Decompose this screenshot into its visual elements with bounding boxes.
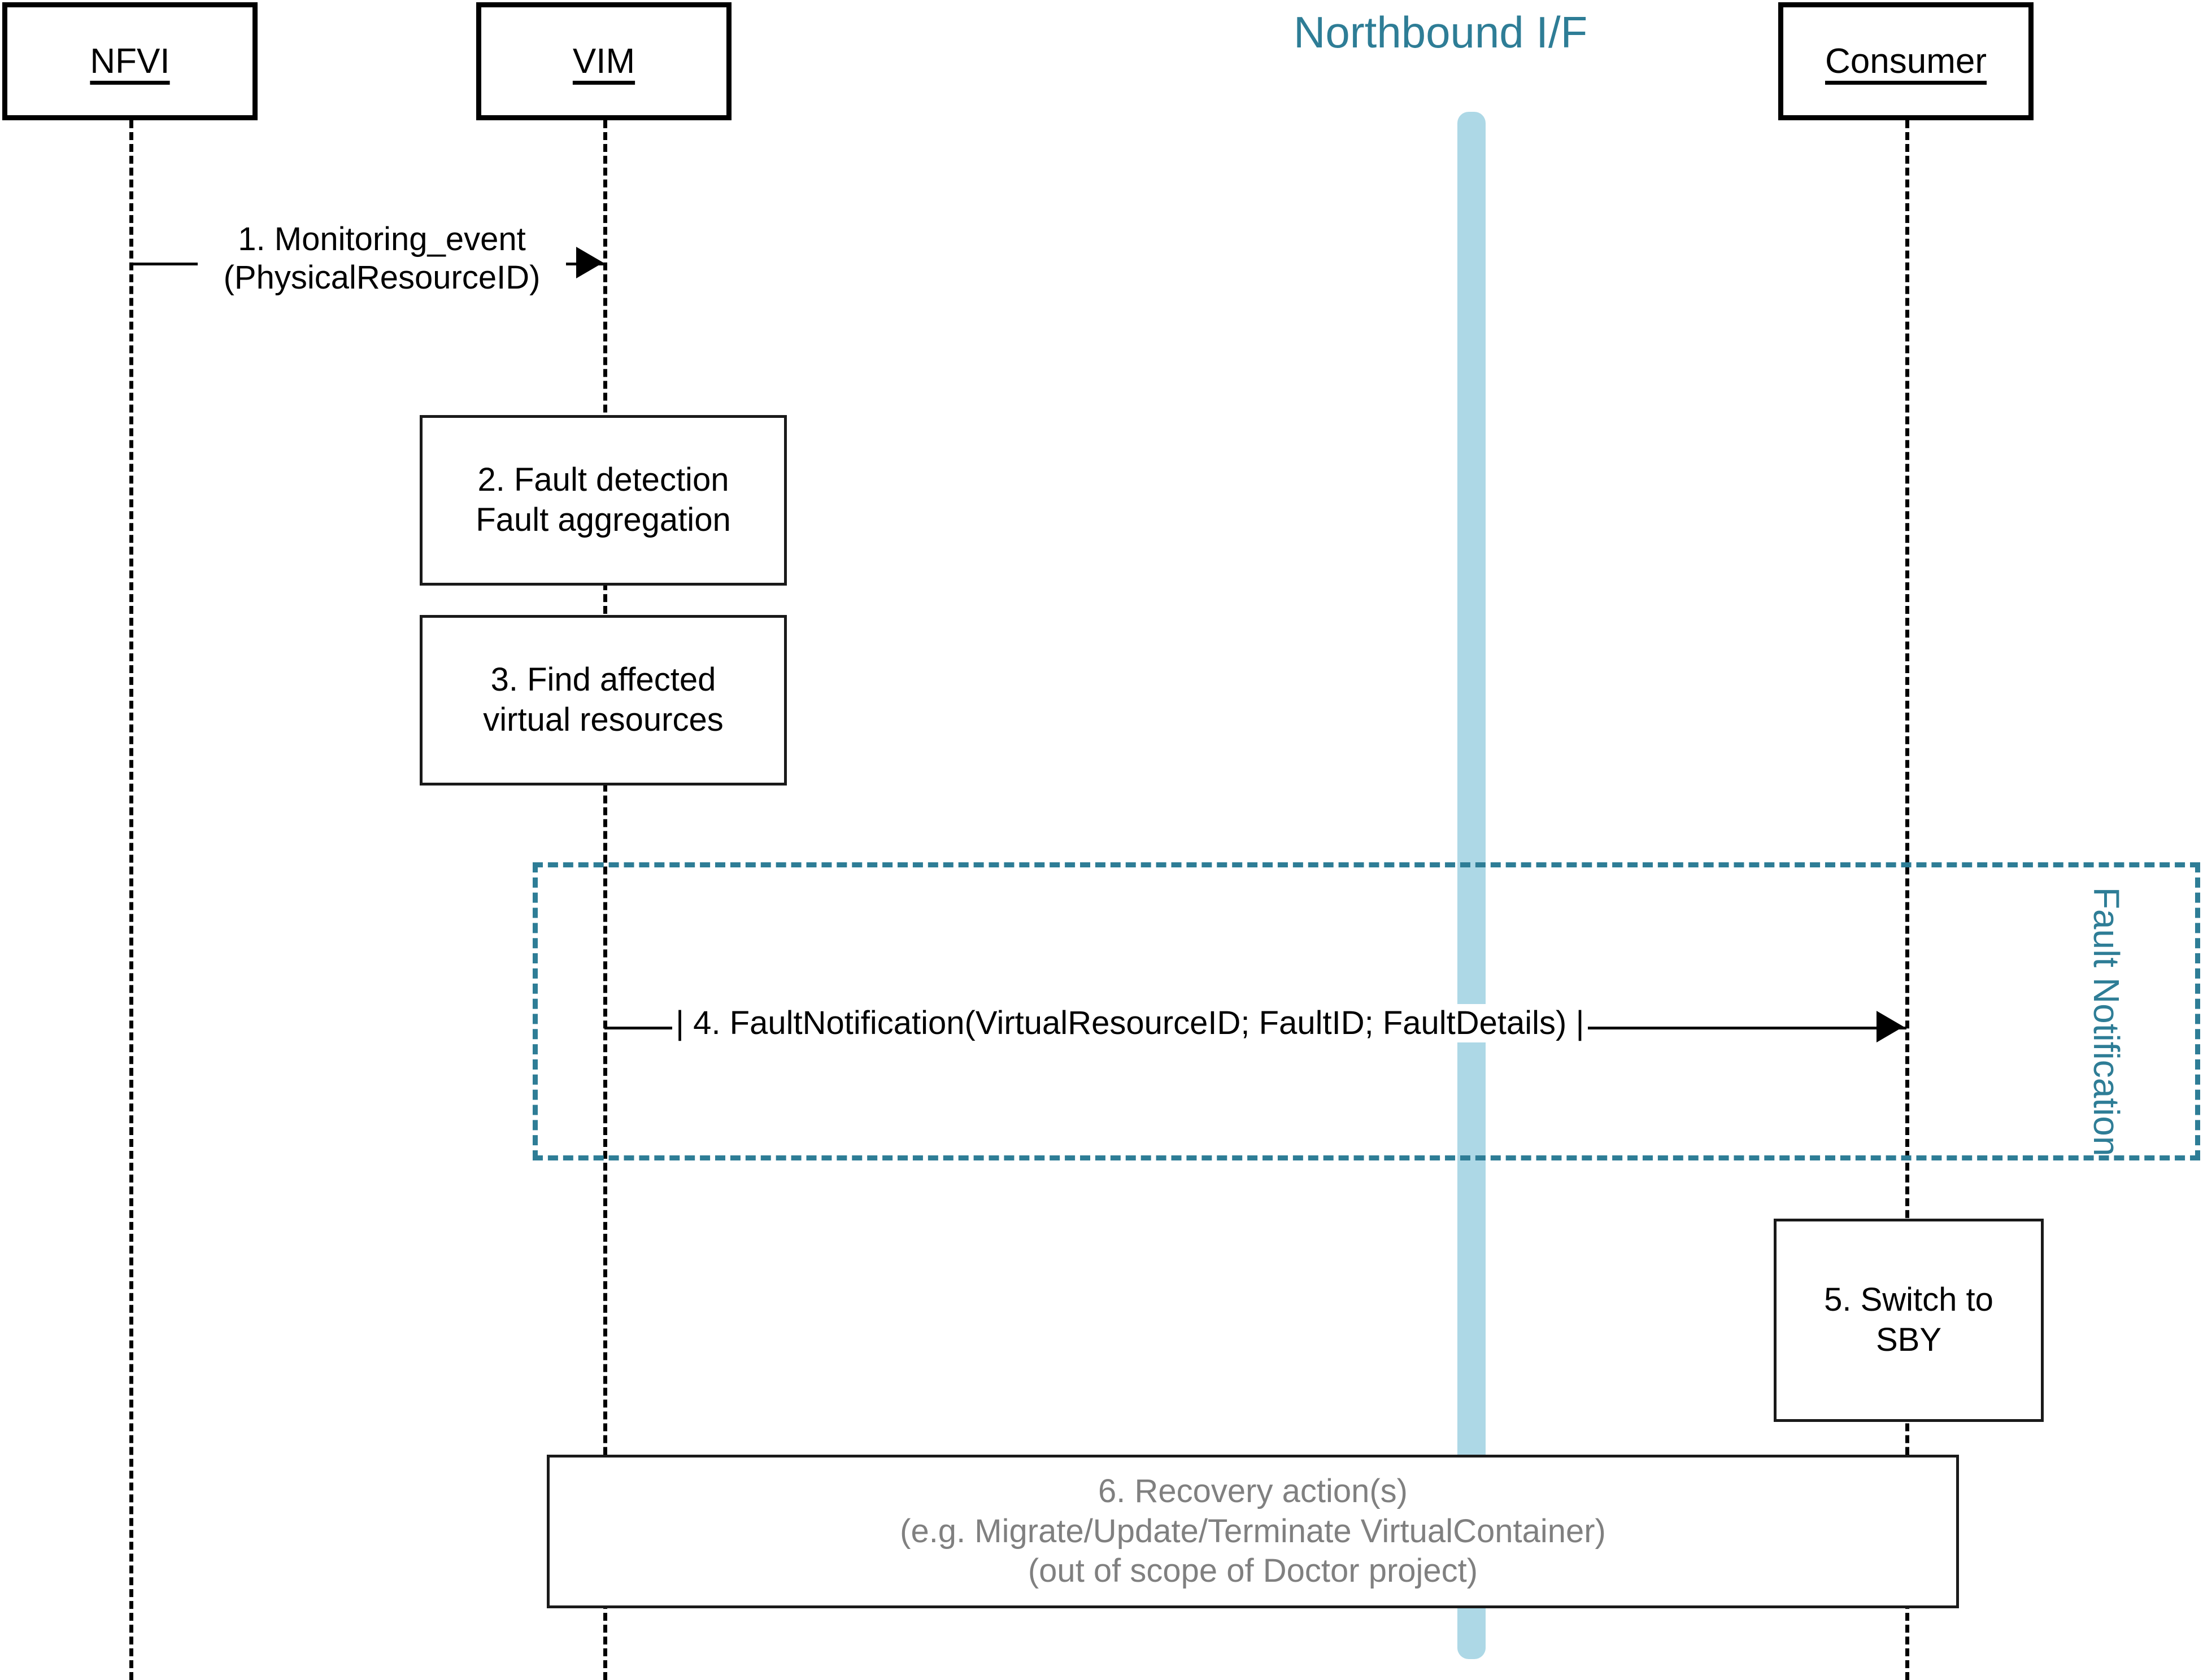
- message-1-label-line-1: 1. Monitoring_event: [238, 221, 526, 258]
- participant-northbound-label: Northbound I/F: [1294, 7, 1588, 57]
- message-4-label: | 4. FaultNotification(VirtualResourceID…: [672, 1004, 1588, 1043]
- action-box-5-line-2: SBY: [1875, 1321, 1942, 1358]
- lifeline-consumer: [1905, 120, 1909, 1680]
- participant-vim[interactable]: VIM: [476, 2, 732, 120]
- lifeline-nfvi: [129, 120, 133, 1680]
- participant-nfvi[interactable]: NFVI: [2, 2, 258, 120]
- participant-consumer-label: Consumer: [1825, 41, 1987, 81]
- message-4-arrowhead: [1877, 1011, 1904, 1042]
- action-box-6-recovery-actions[interactable]: 6. Recovery action(s) (e.g. Migrate/Upda…: [547, 1455, 1959, 1608]
- action-box-6-line-1: 6. Recovery action(s): [1098, 1472, 1408, 1509]
- message-4-label-text: | 4. FaultNotification(VirtualResourceID…: [676, 1005, 1584, 1041]
- action-box-6-line-2: (e.g. Migrate/Update/Terminate VirtualCo…: [900, 1512, 1606, 1550]
- message-1-label: 1. Monitoring_event (PhysicalResourceID): [198, 220, 566, 298]
- action-box-3-find-affected-resources[interactable]: 3. Find affected virtual resources: [420, 615, 787, 786]
- action-box-2-fault-detection[interactable]: 2. Fault detection Fault aggregation: [420, 415, 787, 586]
- fragment-fault-notification-label: Fault Notification: [2086, 887, 2127, 1157]
- lifeline-vim: [603, 120, 607, 1680]
- northbound-interface-bar: [1457, 112, 1486, 1659]
- action-box-3-line-1: 3. Find affected: [490, 661, 716, 699]
- participant-vim-label: VIM: [572, 41, 635, 81]
- action-box-2-line-2: Fault aggregation: [476, 501, 731, 538]
- participant-consumer[interactable]: Consumer: [1778, 2, 2034, 120]
- action-box-2-line-1: 2. Fault detection: [477, 461, 729, 499]
- action-box-5-line-1: 5. Switch to: [1824, 1281, 1993, 1319]
- action-box-3-line-2: virtual resources: [483, 701, 724, 738]
- message-1-arrowhead: [576, 247, 603, 278]
- participant-nfvi-label: NFVI: [90, 41, 170, 81]
- message-1-label-line-2: (PhysicalResourceID): [223, 259, 541, 296]
- fragment-fault-notification: [533, 862, 2200, 1160]
- action-box-6-line-3: (out of scope of Doctor project): [1028, 1552, 1478, 1590]
- action-box-5-switch-to-sby[interactable]: 5. Switch to SBY: [1774, 1219, 2044, 1422]
